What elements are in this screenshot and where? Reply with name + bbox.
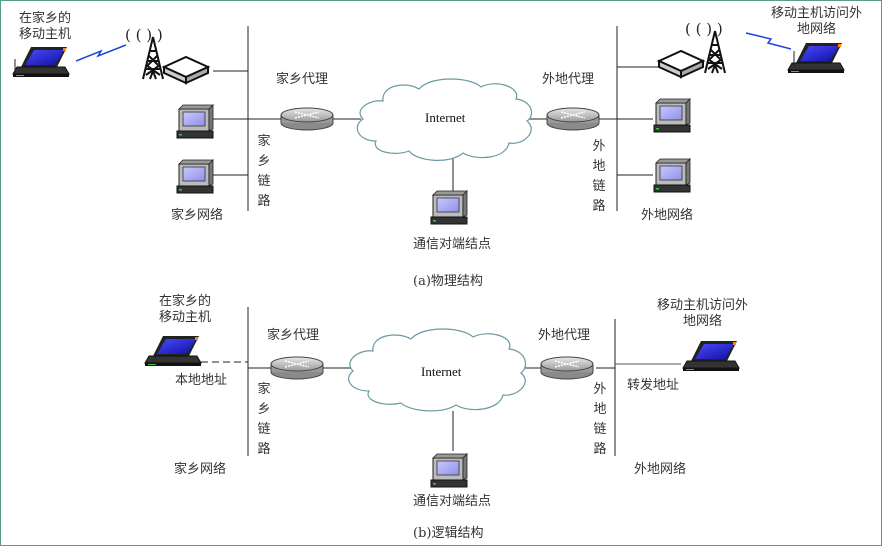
bottom-correspondent-node-label: 通信对端结点: [413, 494, 492, 509]
care-of-address-label: 转发地址: [627, 378, 680, 393]
internet-cloud-bottom: [348, 328, 527, 412]
top-foreign-link-label: 外地链路: [592, 139, 606, 214]
foreign-agent-router-icon: [540, 356, 594, 380]
svg-text:( ( ) ): ( ( ) ): [125, 26, 163, 44]
bottom-home-network-label: 家乡网络: [174, 462, 227, 477]
top-caption: (a)物理结构: [413, 274, 483, 289]
foreign-pc-icon: [653, 98, 691, 133]
foreign-mobile-laptop-icon: [787, 42, 845, 74]
top-home-agent-label: 家乡代理: [276, 72, 329, 87]
access-point-icon: [163, 56, 209, 84]
home-agent-router-icon: [280, 107, 334, 131]
foreign-pc-icon: [653, 158, 691, 193]
home-mobile-laptop-icon: [144, 335, 202, 367]
bottom-internet-label: Internet: [421, 364, 462, 379]
home-pc-icon: [176, 104, 214, 139]
bottom-logical-structure: [144, 307, 740, 488]
local-address-label: 本地地址: [175, 373, 228, 388]
correspondent-pc-icon: [430, 190, 468, 225]
home-agent-router-icon: [270, 356, 324, 380]
top-physical-structure: ( ( ) ) ( ( ) ): [12, 20, 845, 225]
foreign-agent-router-icon: [546, 107, 600, 131]
home-pc-icon: [176, 159, 214, 194]
top-foreign-network-label: 外地网络: [641, 208, 694, 223]
top-home-network-label: 家乡网络: [171, 208, 224, 223]
top-home-link-label: 家乡链路: [257, 134, 271, 209]
internet-cloud-top: [356, 78, 533, 161]
access-point-icon: [658, 50, 704, 78]
bottom-caption: (b)逻辑结构: [413, 526, 484, 541]
bottom-home-agent-label: 家乡代理: [267, 328, 320, 343]
wireless-signal-icon: [745, 32, 792, 50]
top-foreign-mobile-host-label: 移动主机访问外 地网络: [771, 6, 863, 37]
top-correspondent-node-label: 通信对端结点: [413, 237, 492, 252]
bottom-foreign-agent-label: 外地代理: [538, 328, 591, 343]
svg-text:( ( ) ): ( ( ) ): [685, 20, 723, 38]
top-home-mobile-host-label: 在家乡的 移动主机: [19, 11, 72, 42]
bottom-foreign-mobile-host-label: 移动主机访问外 地网络: [657, 298, 749, 329]
home-mobile-laptop-icon: [12, 46, 70, 78]
bottom-home-link-label: 家乡链路: [257, 382, 271, 457]
top-internet-label: Internet: [425, 110, 466, 125]
top-foreign-agent-label: 外地代理: [542, 72, 595, 87]
wireless-signal-icon: [75, 44, 127, 62]
correspondent-pc-icon: [430, 453, 468, 488]
bottom-home-mobile-host-label: 在家乡的 移动主机: [159, 294, 212, 325]
bottom-foreign-link-label: 外地链路: [593, 382, 607, 457]
bottom-foreign-network-label: 外地网络: [634, 462, 687, 477]
foreign-mobile-laptop-icon: [682, 340, 740, 372]
